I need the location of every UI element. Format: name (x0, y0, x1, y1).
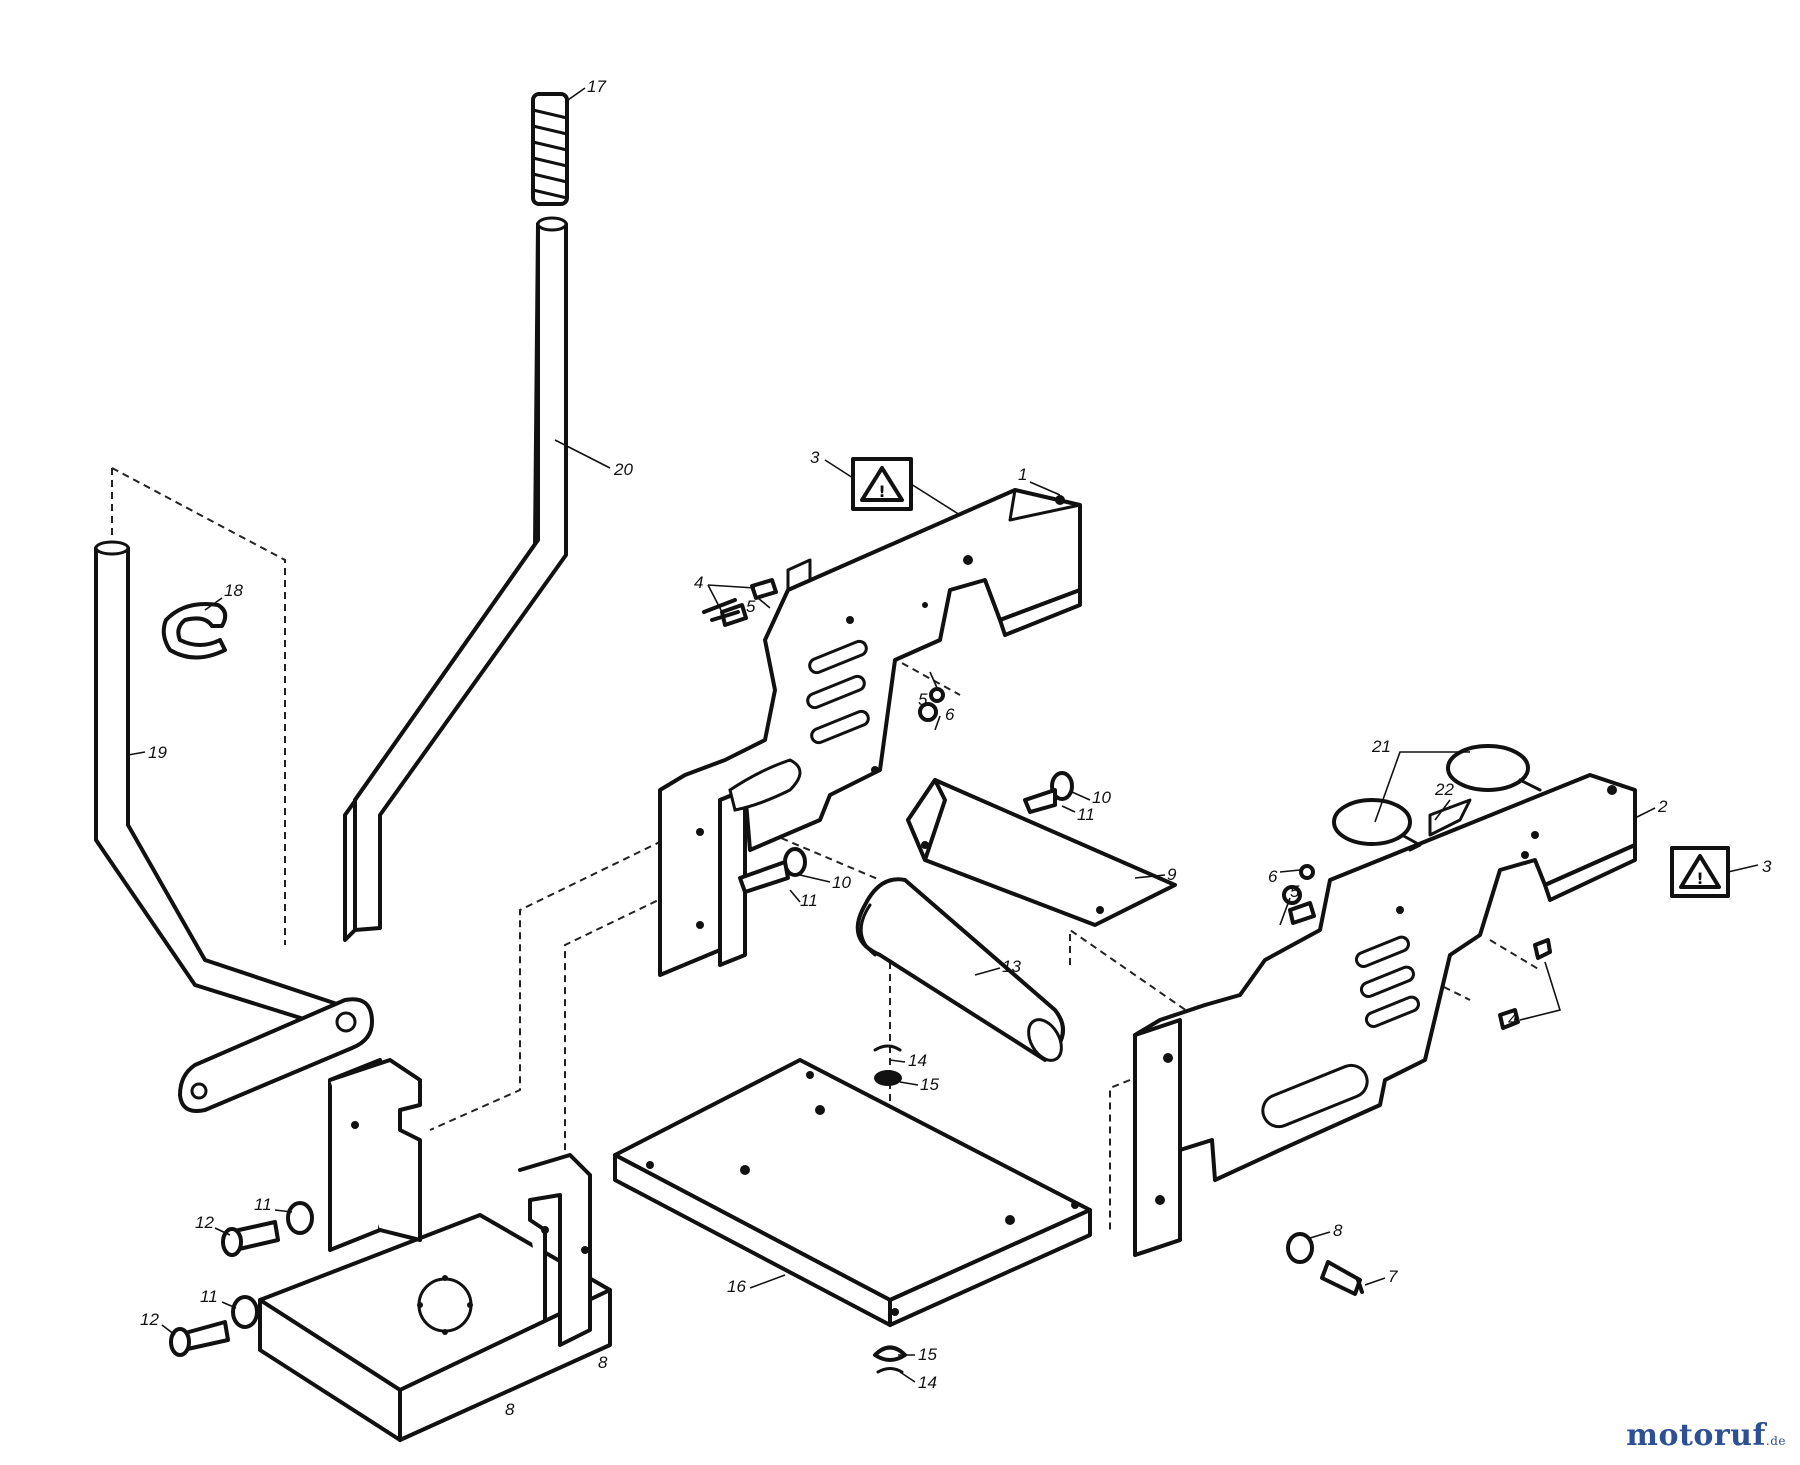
callout-20: 20 (613, 460, 633, 479)
motoruf-watermark-logo: motoruf.de (1626, 1418, 1786, 1453)
callout-15-bottom: 15 (918, 1345, 937, 1364)
svg-text:!: ! (878, 482, 885, 501)
washer-15b (873, 1345, 907, 1362)
callout-11-right: 11 (1077, 805, 1095, 824)
screw-4d (1533, 938, 1552, 960)
callout-16: 16 (727, 1277, 746, 1296)
washer-11d (231, 1295, 259, 1329)
callout-13: 13 (1002, 957, 1021, 976)
callout-11-base-bottom: 11 (200, 1287, 218, 1306)
part-16-tray (613, 1058, 1092, 1327)
callout-17: 17 (587, 77, 606, 96)
part-20-lever (343, 216, 568, 942)
callout-11-left: 11 (800, 891, 818, 910)
part-1-left-bracket (658, 488, 1082, 977)
callout-10-right: 10 (1092, 788, 1111, 807)
screw-4b (750, 578, 778, 600)
screw-4c (1288, 901, 1316, 925)
part-13-shaft (855, 877, 1065, 1062)
watermark-text: motoruf (1626, 1418, 1766, 1453)
washer-5b (1299, 864, 1315, 880)
assembly-dashed-lines (111, 467, 1541, 1250)
part-21-22-clamps (1332, 744, 1542, 852)
callout-21: 21 (1371, 737, 1391, 756)
washer-11c (286, 1201, 314, 1235)
callout-2: 2 (1657, 797, 1668, 816)
callout-5-right: 5 (1290, 882, 1300, 901)
callout-3-right: 3 (1762, 857, 1772, 876)
callout-labels: 17 20 18 19 3 1 4 5 5 6 10 11 10 11 9 21… (140, 77, 1772, 1419)
callout-4-left: 4 (694, 573, 703, 592)
callout-8-base-right: 8 (598, 1353, 608, 1372)
washer-14b (876, 1367, 904, 1374)
bolt-7 (1320, 1260, 1362, 1296)
part-2-right-bracket (1133, 773, 1637, 1257)
warning-decal-left: ! (851, 457, 913, 511)
part-9-plate (906, 778, 1177, 927)
callout-10-left: 10 (832, 873, 851, 892)
callout-3-left: 3 (810, 448, 820, 467)
svg-text:!: ! (1696, 869, 1703, 888)
callout-4-right: 4 (1508, 1010, 1517, 1029)
callout-7: 7 (1388, 1267, 1398, 1286)
fasteners (169, 578, 1552, 1374)
callout-6-right: 6 (1268, 867, 1278, 886)
callout-9: 9 (1167, 865, 1177, 884)
callout-8-right: 8 (1333, 1221, 1343, 1240)
callout-8-base-bottom: 8 (505, 1400, 515, 1419)
part-8-base (258, 1058, 612, 1442)
callout-22: 22 (1434, 780, 1454, 799)
callout-15-top: 15 (920, 1075, 939, 1094)
callout-18: 18 (224, 581, 243, 600)
warning-decal-right: ! (1670, 846, 1730, 898)
part-17-grip (531, 92, 569, 206)
callout-19: 19 (148, 743, 167, 762)
screw-4e (1498, 1008, 1520, 1030)
callout-1: 1 (1018, 465, 1027, 484)
washer-14a (873, 1044, 902, 1052)
callout-12-top: 12 (195, 1213, 214, 1232)
callout-5-mid: 5 (918, 690, 928, 709)
watermark-suffix: .de (1765, 1434, 1786, 1448)
callout-11-base-top: 11 (254, 1195, 272, 1214)
part-19-lever (94, 540, 374, 1113)
washer-8 (1286, 1232, 1314, 1264)
bolt-11a (1023, 788, 1057, 814)
callout-12-bottom: 12 (140, 1310, 159, 1329)
leader-lines (127, 87, 1759, 1383)
callout-5-top: 5 (746, 597, 756, 616)
callout-14-top: 14 (908, 1051, 927, 1070)
bolt-11b (738, 860, 790, 894)
callout-6-mid: 6 (945, 705, 955, 724)
nut-6b (1282, 885, 1302, 905)
part-18-clip (161, 602, 228, 660)
washer-5a (929, 687, 945, 703)
washer-15a (874, 1070, 902, 1086)
callout-14-bottom: 14 (918, 1373, 937, 1392)
nut-6a (918, 702, 938, 722)
